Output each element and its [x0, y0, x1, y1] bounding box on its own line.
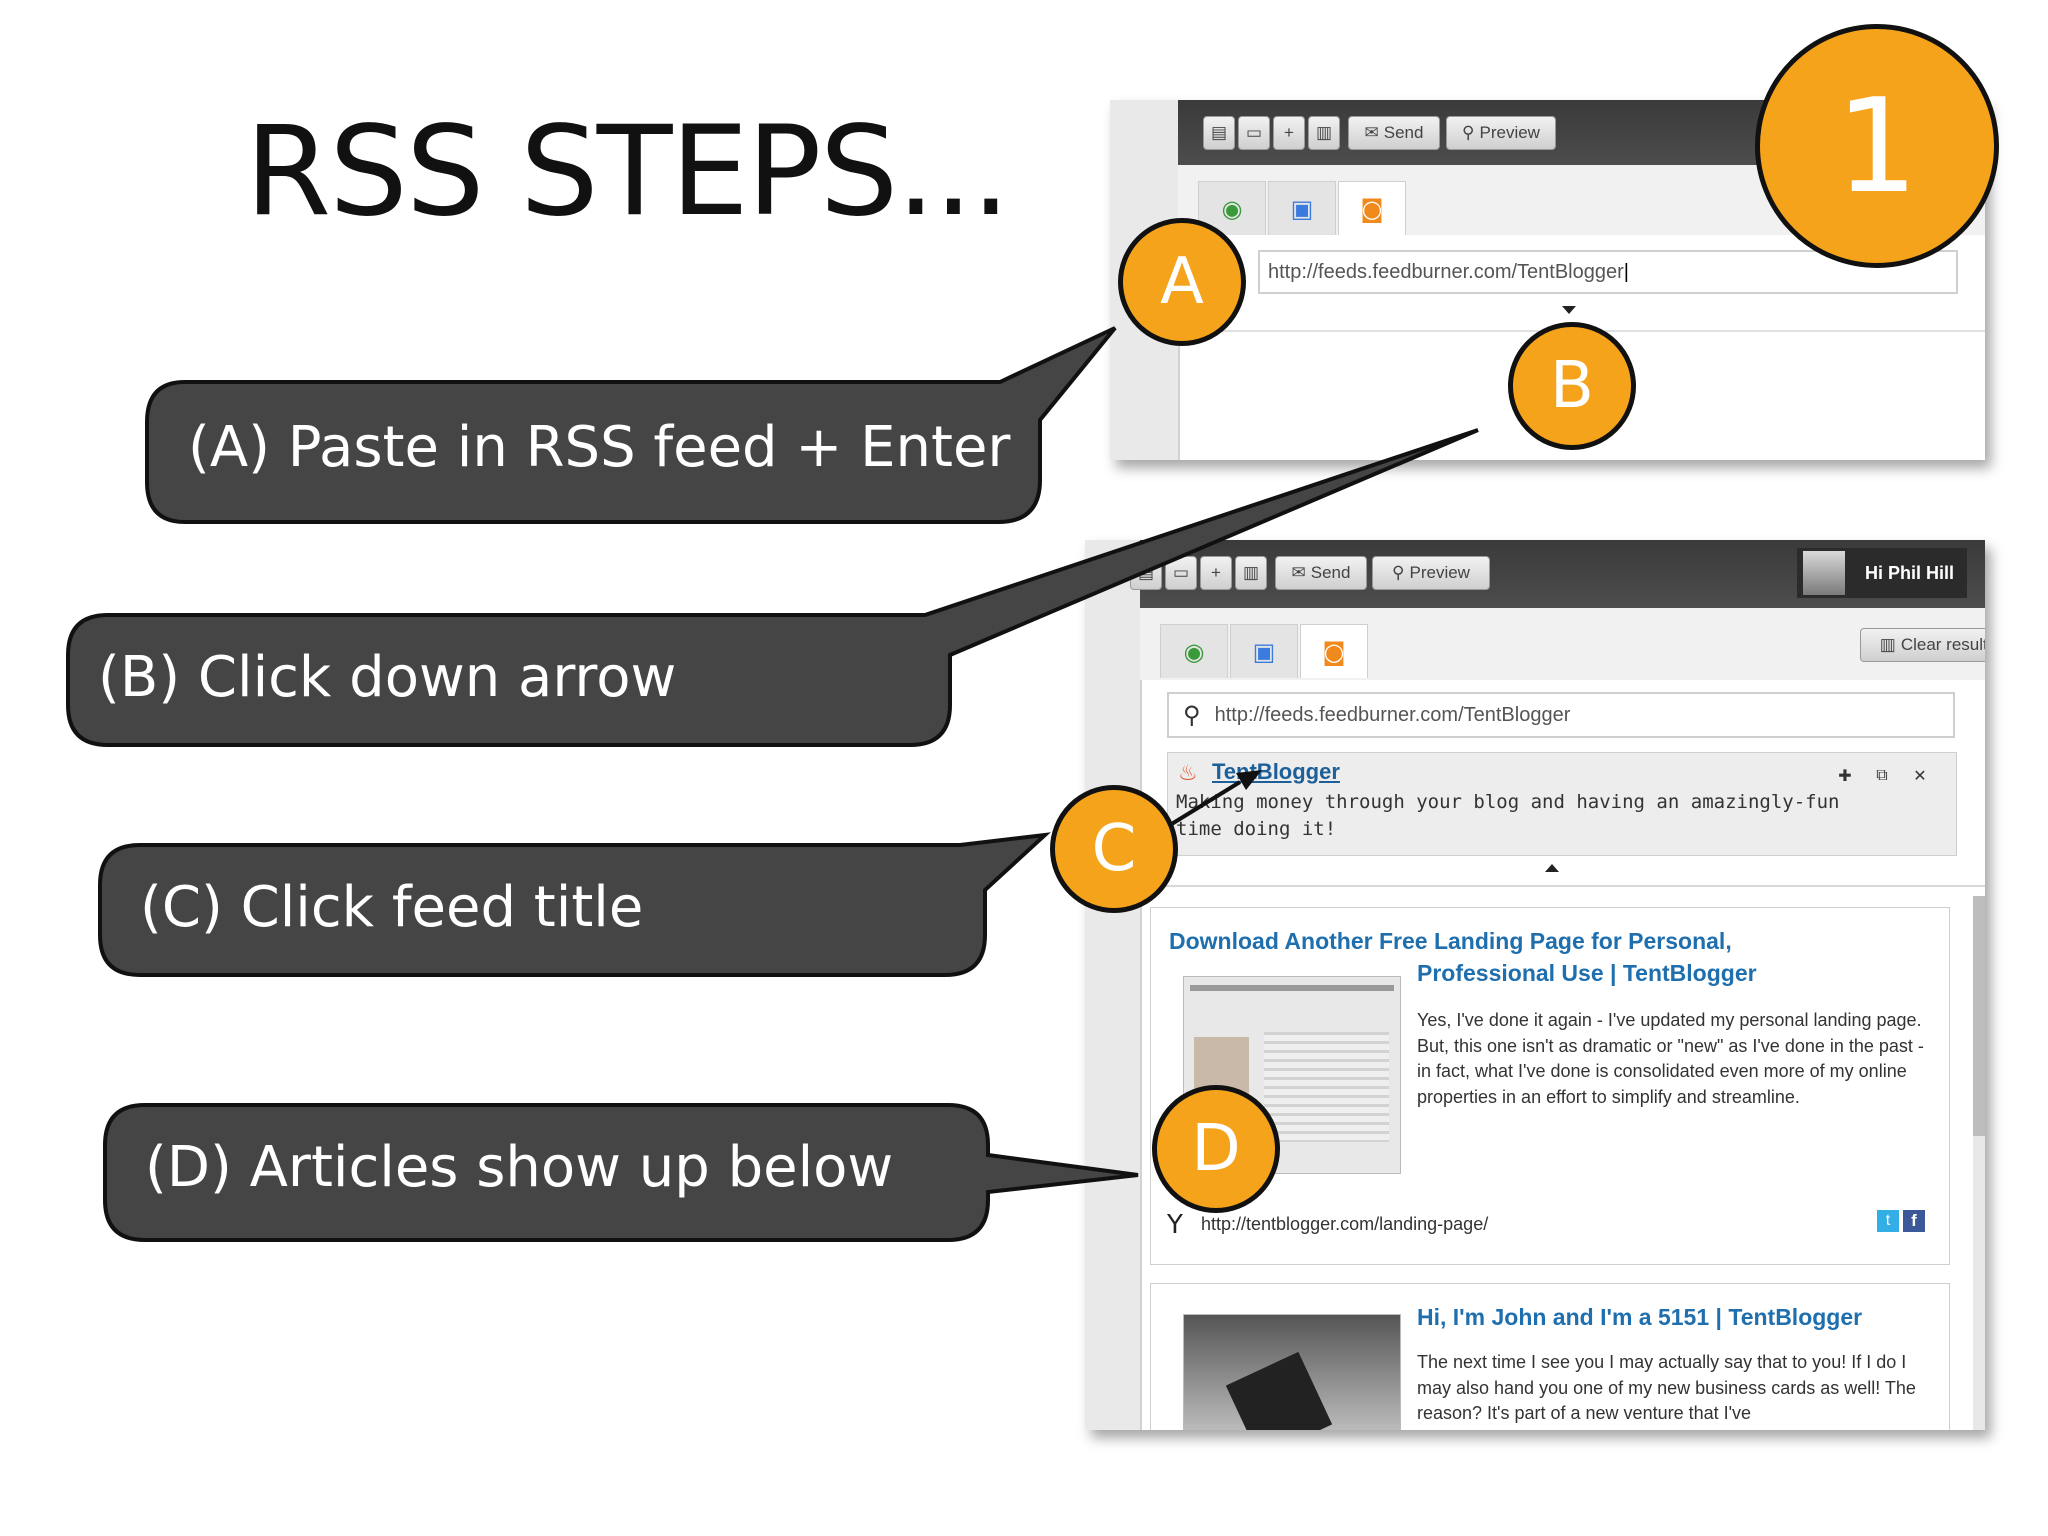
tab-rss[interactable]: ◙	[1338, 181, 1406, 235]
callout-c-shape	[98, 832, 1051, 977]
callout-c-text: (C) Click feed title	[140, 875, 644, 940]
article-card: Hi, I'm John and I'm a 5151 | TentBlogge…	[1150, 1283, 1950, 1430]
add-button[interactable]: +	[1273, 116, 1305, 150]
folder-icon: ▭	[1245, 123, 1263, 142]
folder-icon: ▭	[1172, 563, 1190, 582]
rss-icon: ◙	[1322, 637, 1346, 666]
preview-button[interactable]: ⚲Preview	[1372, 556, 1490, 590]
toolbar: ▤ ▭ + ▥ ✉Send ⚲Preview Hi Phil Hill	[1130, 540, 1985, 608]
facebook-icon[interactable]: f	[1903, 1210, 1925, 1232]
callout-a-text: (A) Paste in RSS feed + Enter	[188, 415, 1011, 480]
left-strip	[1085, 540, 1142, 1430]
avatar	[1803, 551, 1845, 595]
popout-icon[interactable]: ⧉	[1876, 765, 1888, 784]
preview-button[interactable]: ⚲Preview	[1446, 116, 1556, 150]
scrollbar-thumb[interactable]	[1973, 896, 1985, 1136]
article-thumbnail	[1183, 1314, 1401, 1430]
tab-social[interactable]: ◉	[1160, 624, 1228, 678]
link-icon: Y	[1167, 1210, 1183, 1240]
callout-d-text: (D) Articles show up below	[145, 1135, 894, 1200]
search-icon: ⚲	[1183, 701, 1201, 729]
trash-icon: ▥	[1315, 123, 1333, 142]
tab-google[interactable]: ▣	[1268, 181, 1336, 235]
google-icon: ▣	[1252, 637, 1276, 666]
pointer-arrow-head	[1236, 770, 1262, 790]
feed-info-panel: ♨ TentBlogger Making money through your …	[1167, 752, 1957, 856]
delete-button[interactable]: ▥	[1308, 116, 1340, 150]
articles-divider	[1140, 885, 1985, 887]
expand-arrow-icon[interactable]	[1562, 306, 1576, 314]
plus-icon: +	[1211, 563, 1221, 582]
trash-icon: ▥	[1879, 635, 1896, 654]
feed-search-input[interactable]: ⚲ http://feeds.feedburner.com/TentBlogge…	[1167, 692, 1955, 738]
open-button[interactable]: ▭	[1238, 116, 1270, 150]
badge-a: A	[1118, 218, 1246, 346]
article-card: Download Another Free Landing Page for P…	[1150, 907, 1950, 1265]
google-icon: ▣	[1290, 194, 1314, 223]
badge-c: C	[1050, 785, 1178, 913]
callout-b-text: (B) Click down arrow	[98, 645, 677, 710]
callout-d-shape	[103, 1103, 1139, 1242]
delete-button[interactable]: ▥	[1235, 556, 1267, 590]
article-title[interactable]: Professional Use | TentBlogger	[1417, 960, 1757, 986]
clear-results-button[interactable]: ▥Clear results	[1860, 628, 1985, 662]
article-link[interactable]: http://tentblogger.com/landing-page/	[1201, 1214, 1489, 1234]
feed-title-link[interactable]: TentBlogger	[1212, 759, 1340, 784]
collapse-arrow-icon[interactable]	[1545, 864, 1559, 872]
envelope-icon: ✉	[1291, 563, 1306, 582]
bottom-screenshot: ▤ ▭ + ▥ ✉Send ⚲Preview Hi Phil Hill ◉ ▣ …	[1085, 540, 1985, 1430]
envelope-icon: ✉	[1364, 123, 1379, 142]
feed-description: Making money through your blog and havin…	[1176, 791, 1840, 840]
tab-rss[interactable]: ◙	[1300, 624, 1368, 678]
callout-a-shape	[145, 326, 1117, 524]
social-icon: ◉	[1221, 194, 1243, 223]
send-button[interactable]: ✉Send	[1275, 556, 1367, 590]
article-title[interactable]: Hi, I'm John and I'm a 5151 | TentBlogge…	[1417, 1304, 1863, 1330]
article-summary: The next time I see you I may actually s…	[1417, 1352, 1916, 1423]
send-button[interactable]: ✉Send	[1348, 116, 1440, 150]
slide-title: RSS STEPS...	[245, 100, 1011, 244]
pointer-arrow	[1168, 780, 1242, 827]
close-icon[interactable]: ✕	[1913, 765, 1927, 785]
magnifier-icon: ⚲	[1392, 563, 1405, 582]
twitter-icon[interactable]: t	[1877, 1210, 1899, 1232]
badge-d: D	[1152, 1085, 1280, 1213]
step-number-badge: 1	[1755, 24, 1999, 268]
article-title[interactable]: Download Another Free Landing Page for P…	[1169, 928, 1732, 954]
plus-icon: +	[1284, 123, 1294, 142]
magnifier-icon: ⚲	[1462, 123, 1475, 142]
add-button[interactable]: +	[1200, 556, 1232, 590]
trash-icon: ▥	[1242, 563, 1260, 582]
tab-google[interactable]: ▣	[1230, 624, 1298, 678]
tabs-row: ◉ ▣ ◙ ▥Clear results	[1140, 608, 1985, 680]
callout-b-shape	[66, 428, 1479, 747]
social-icon: ◉	[1183, 637, 1205, 666]
scrollbar[interactable]	[1973, 896, 1985, 1430]
feed-flame-icon: ♨	[1178, 761, 1198, 786]
save-icon: ▤	[1210, 123, 1228, 142]
user-greeting: Hi Phil Hill	[1865, 562, 1955, 583]
badge-b: B	[1508, 322, 1636, 450]
rss-icon: ◙	[1360, 194, 1384, 223]
user-menu[interactable]: Hi Phil Hill	[1797, 548, 1967, 598]
article-summary: Yes, I've done it again - I've updated m…	[1417, 1010, 1924, 1107]
save-button[interactable]: ▤	[1203, 116, 1235, 150]
pin-icon[interactable]: ✚	[1838, 765, 1852, 785]
